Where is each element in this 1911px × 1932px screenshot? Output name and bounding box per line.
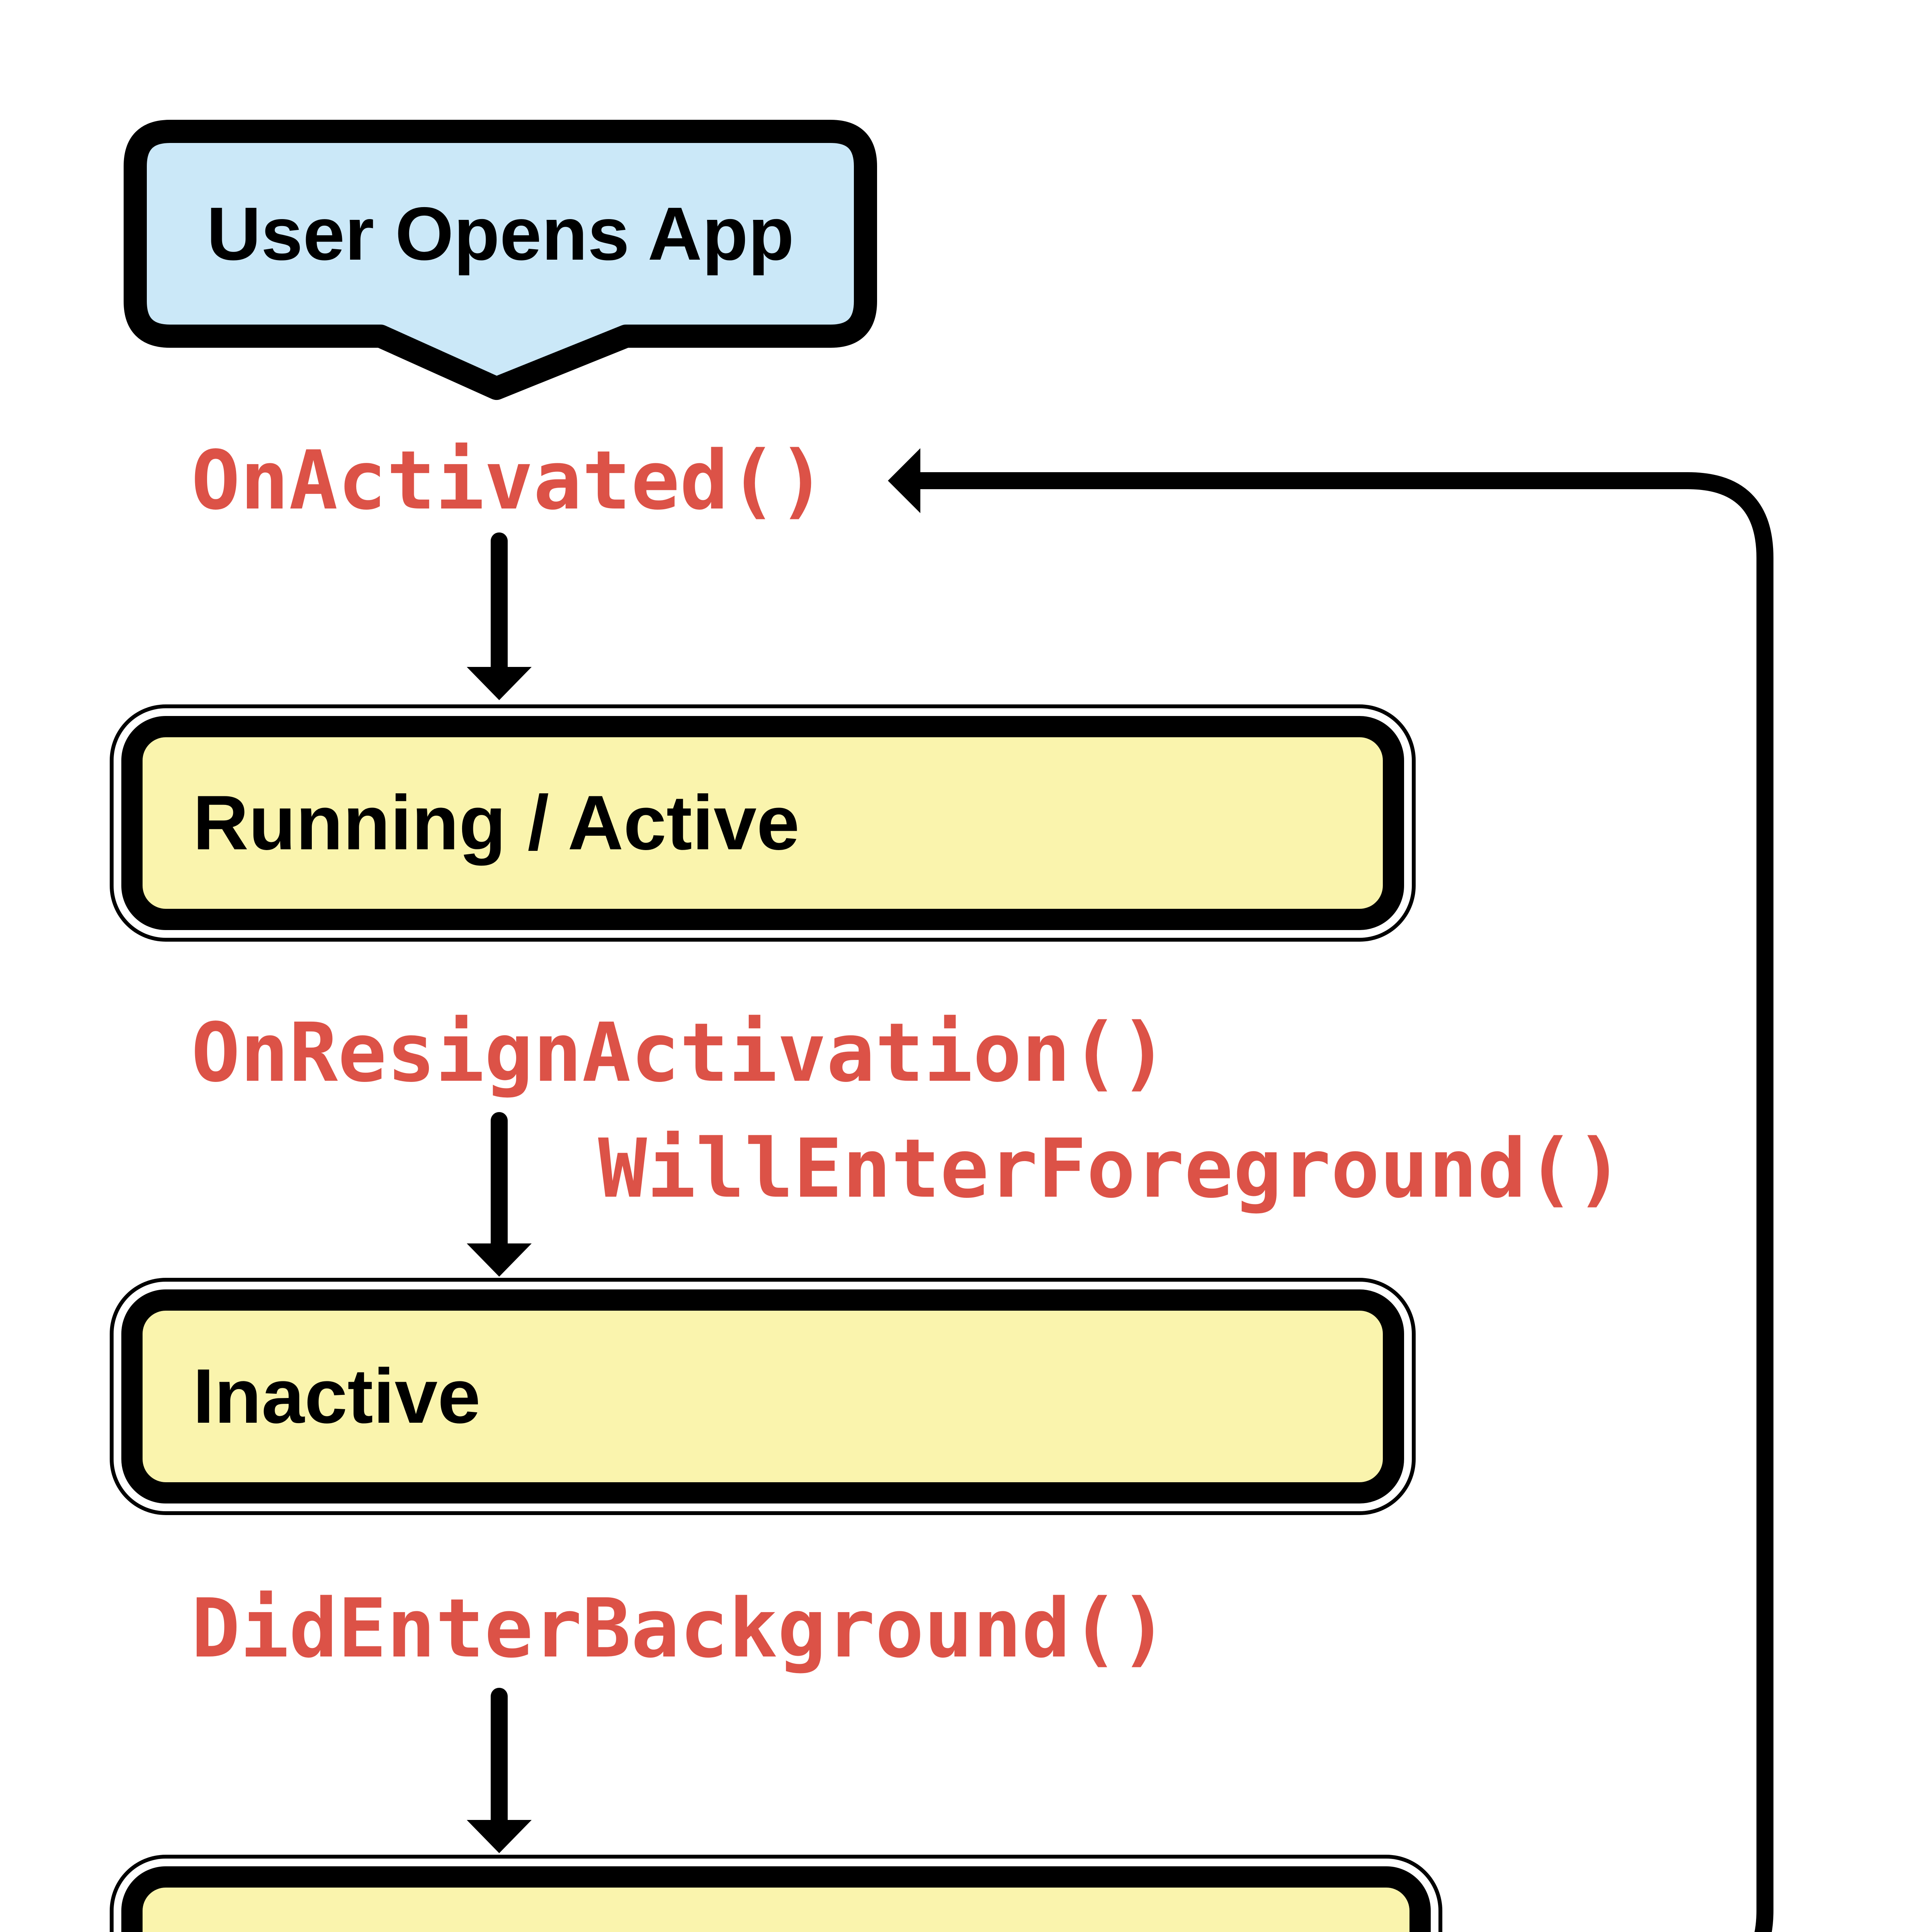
state-backgrounded-label: Backgrounded / Suspended <box>193 1929 1215 1932</box>
arrow-down-icon <box>467 1243 532 1277</box>
bubble-label: User Opens App <box>206 192 794 276</box>
event-on-resign-activation: OnResignActivation() <box>191 1005 1168 1100</box>
loop-connector <box>920 472 1773 1932</box>
state-box-running: Running / Active <box>121 716 1404 930</box>
arrow-down-icon <box>467 1820 532 1853</box>
arrow-didenterbackground-to-backgrounded <box>467 1688 532 1853</box>
state-running-label: Running / Active <box>193 780 800 866</box>
event-will-enter-foreground: WillEnterForeground() <box>598 1121 1624 1216</box>
arrow-onresign-to-inactive <box>467 1112 532 1277</box>
arrow-down-icon <box>467 667 532 700</box>
arrow-left-icon <box>888 448 920 513</box>
state-box-backgrounded: Backgrounded / Suspended <box>121 1866 1431 1932</box>
event-on-activated: OnActivated() <box>191 433 826 528</box>
speech-bubble-shape <box>124 120 877 400</box>
event-did-enter-background: DidEnterBackground() <box>191 1581 1168 1676</box>
state-inactive-label: Inactive <box>193 1353 481 1439</box>
state-box-inactive: Inactive <box>121 1289 1404 1503</box>
arrow-onactivated-to-running <box>467 532 532 700</box>
loop-backgrounded-to-onactivated <box>888 448 1773 1932</box>
